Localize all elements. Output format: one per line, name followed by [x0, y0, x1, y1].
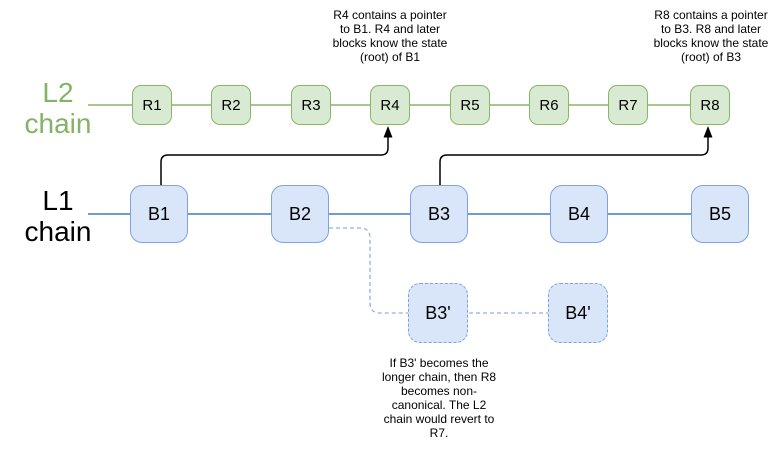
l2-block-r1: R1: [132, 85, 172, 125]
l2-block-r5: R5: [450, 85, 490, 125]
arrow-b1-to-r4: [160, 136, 389, 185]
l2-block-r8: R8: [690, 85, 730, 125]
fork-block-b3p: B3': [408, 283, 468, 343]
l1-chain-label: L1 chain: [24, 185, 92, 247]
note-r8-pointer: R8 contains a pointer to B3. R8 and late…: [653, 8, 769, 64]
note-fork-reorg: If B3' becomes the longer chain, then R8…: [381, 356, 497, 440]
l1-block-b2: B2: [271, 185, 329, 243]
fork-block-b4p: B4': [548, 283, 608, 343]
l2-block-r7: R7: [608, 85, 648, 125]
arrowhead-r4-icon: [383, 126, 393, 138]
note-r4-pointer: R4 contains a pointer to B1. R4 and late…: [332, 8, 448, 64]
l1-block-b1: B1: [130, 185, 188, 243]
l1-block-b4: B4: [550, 185, 608, 243]
fork-line-b2-to-b3p: [329, 227, 408, 314]
l2-block-r6: R6: [529, 85, 569, 125]
l2-block-r4: R4: [370, 85, 410, 125]
l2-chain-label: L2 chain: [24, 77, 92, 139]
arrowhead-r8-icon: [703, 126, 713, 138]
arrow-b3-to-r8: [439, 136, 709, 185]
l2-block-r2: R2: [211, 85, 251, 125]
l1-block-b5: B5: [691, 185, 749, 243]
l2-block-r3: R3: [291, 85, 331, 125]
l1-block-b3: B3: [410, 185, 468, 243]
